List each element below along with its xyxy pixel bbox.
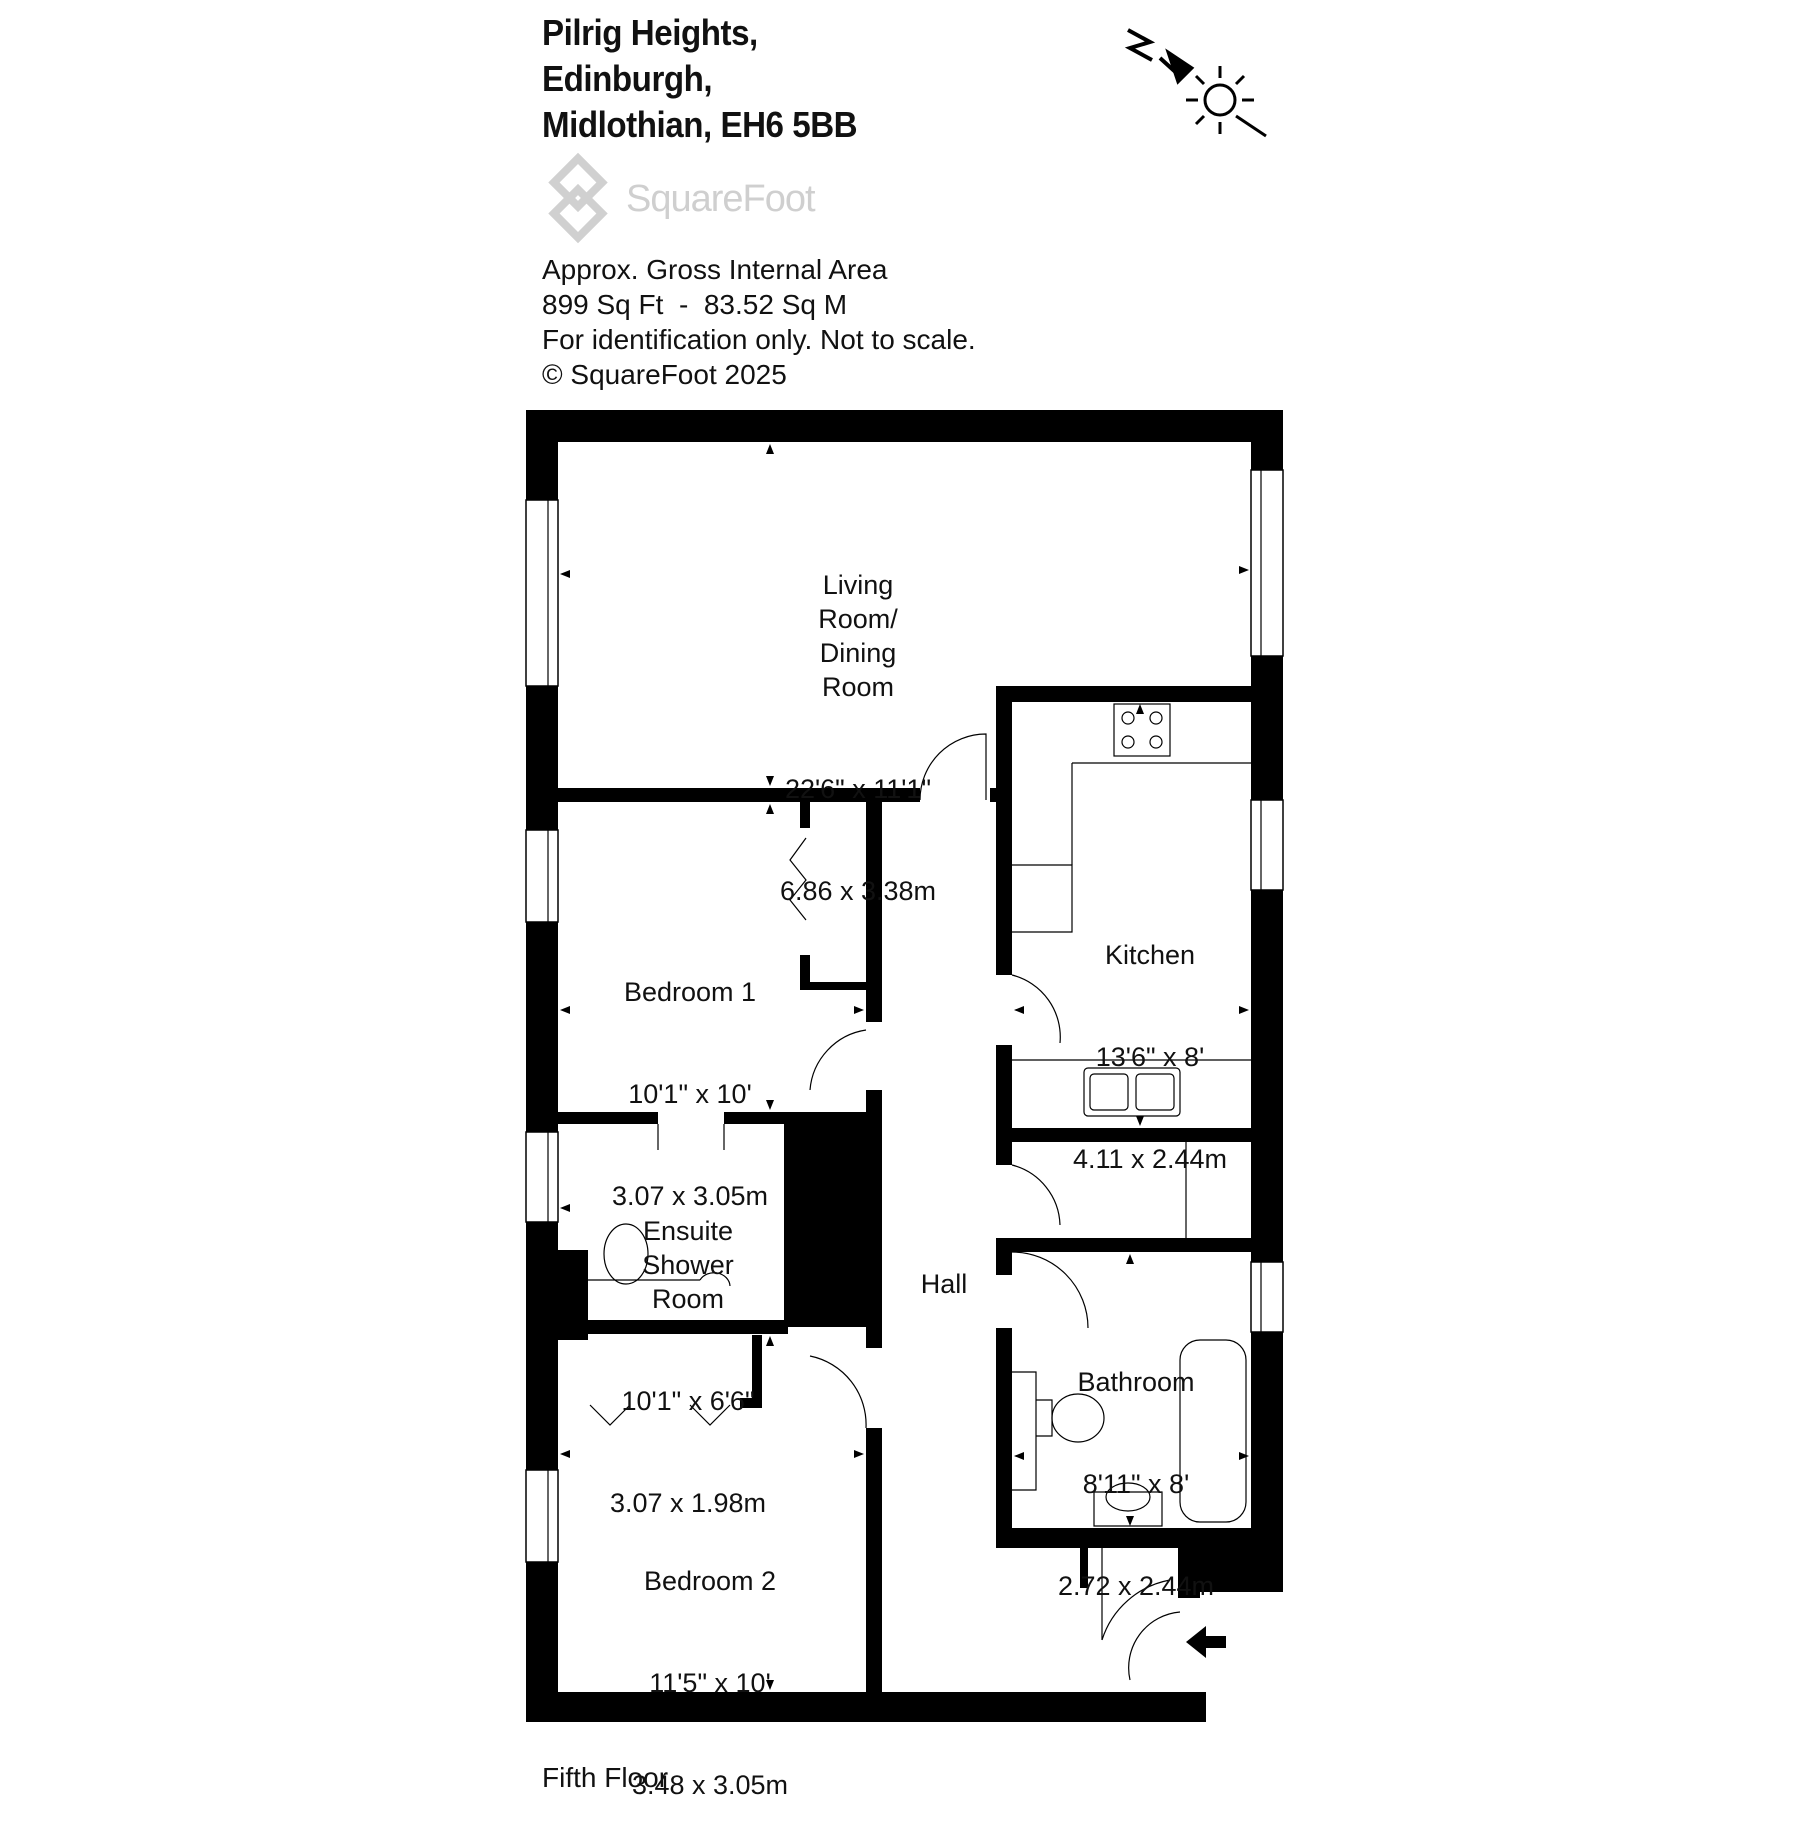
room-kitchen-metric: 4.11 x 2.44m xyxy=(1072,1144,1228,1174)
room-living-imperial: 22'6" x 11'1" xyxy=(784,774,932,804)
entrance-arrow-icon xyxy=(1186,1626,1226,1658)
room-bedroom2-metric: 3.48 x 3.05m xyxy=(631,1770,789,1800)
area-label: Approx. Gross Internal Area xyxy=(542,254,888,285)
hob xyxy=(1113,703,1171,757)
copyright: © SquareFoot 2025 xyxy=(542,359,787,390)
bath xyxy=(1179,1339,1247,1523)
room-living-metric: 6.86 x 3.38m xyxy=(779,876,937,906)
window xyxy=(1250,799,1284,891)
floor-label: Fifth Floor xyxy=(542,1762,669,1793)
shower-tray xyxy=(791,1185,859,1271)
room-hall-name: Hall xyxy=(920,1269,968,1299)
window xyxy=(525,829,559,923)
window xyxy=(1250,469,1284,657)
room-bedroom2-name: Bedroom 2 xyxy=(643,1566,777,1596)
room-kitchen-name: Kitchen xyxy=(1104,940,1196,970)
room-bedroom1-name: Bedroom 1 xyxy=(623,977,757,1007)
window xyxy=(525,499,559,687)
room-ensuite-metric: 3.07 x 1.98m xyxy=(609,1488,767,1518)
room-ensuite-name: Ensuite Shower Room xyxy=(642,1216,734,1314)
room-living: Living Room/ Dining Room 22'6" x 11'1" 6… xyxy=(780,500,936,942)
room-bathroom: Bathroom 8'11" x 8' 2.72 x 2.44m xyxy=(1058,1297,1214,1637)
brand-name: SquareFoot xyxy=(626,178,816,220)
outer-wall-bottom xyxy=(526,1692,1206,1722)
ensuite-toilet xyxy=(603,1223,649,1285)
window xyxy=(525,1131,559,1223)
room-bedroom1: Bedroom 1 10'1" x 10' 3.07 x 3.05m xyxy=(612,907,768,1247)
room-bedroom1-imperial: 10'1" x 10' xyxy=(628,1079,752,1109)
outer-wall-top xyxy=(526,410,1283,442)
sink xyxy=(1083,1067,1181,1117)
area-value: 899 Sq Ft - 83.52 Sq M xyxy=(542,289,848,320)
address-line-3: Midlothian, EH6 5BB xyxy=(542,104,858,145)
room-living-name: Living Room/ Dining Room xyxy=(818,570,898,702)
room-ensuite-imperial: 10'1" x 6'6" xyxy=(621,1386,755,1416)
window xyxy=(1250,1261,1284,1333)
address-line-2: Edinburgh, xyxy=(542,58,713,99)
room-bedroom2: Bedroom 2 11'5" x 10' 3.48 x 3.05m xyxy=(632,1496,788,1836)
disclaimer: For identification only. Not to scale. xyxy=(542,324,976,355)
address-line-1: Pilrig Heights, xyxy=(542,12,758,53)
room-kitchen-imperial: 13'6" x 8' xyxy=(1095,1042,1205,1072)
room-bedroom1-metric: 3.07 x 3.05m xyxy=(611,1181,769,1211)
room-ensuite: Ensuite Shower Room 10'1" x 6'6" 3.07 x … xyxy=(610,1146,766,1554)
room-bedroom2-imperial: 11'5" x 10' xyxy=(649,1668,771,1698)
basin xyxy=(1105,1482,1151,1512)
room-bathroom-name: Bathroom xyxy=(1077,1367,1195,1397)
room-bathroom-metric: 2.72 x 2.44m xyxy=(1057,1571,1215,1601)
room-kitchen: Kitchen 13'6" x 8' 4.11 x 2.44m xyxy=(1073,870,1227,1210)
window xyxy=(525,1469,559,1563)
room-hall: Hall xyxy=(921,1199,968,1335)
room-bathroom-imperial: 8'11" x 8' xyxy=(1082,1469,1190,1499)
